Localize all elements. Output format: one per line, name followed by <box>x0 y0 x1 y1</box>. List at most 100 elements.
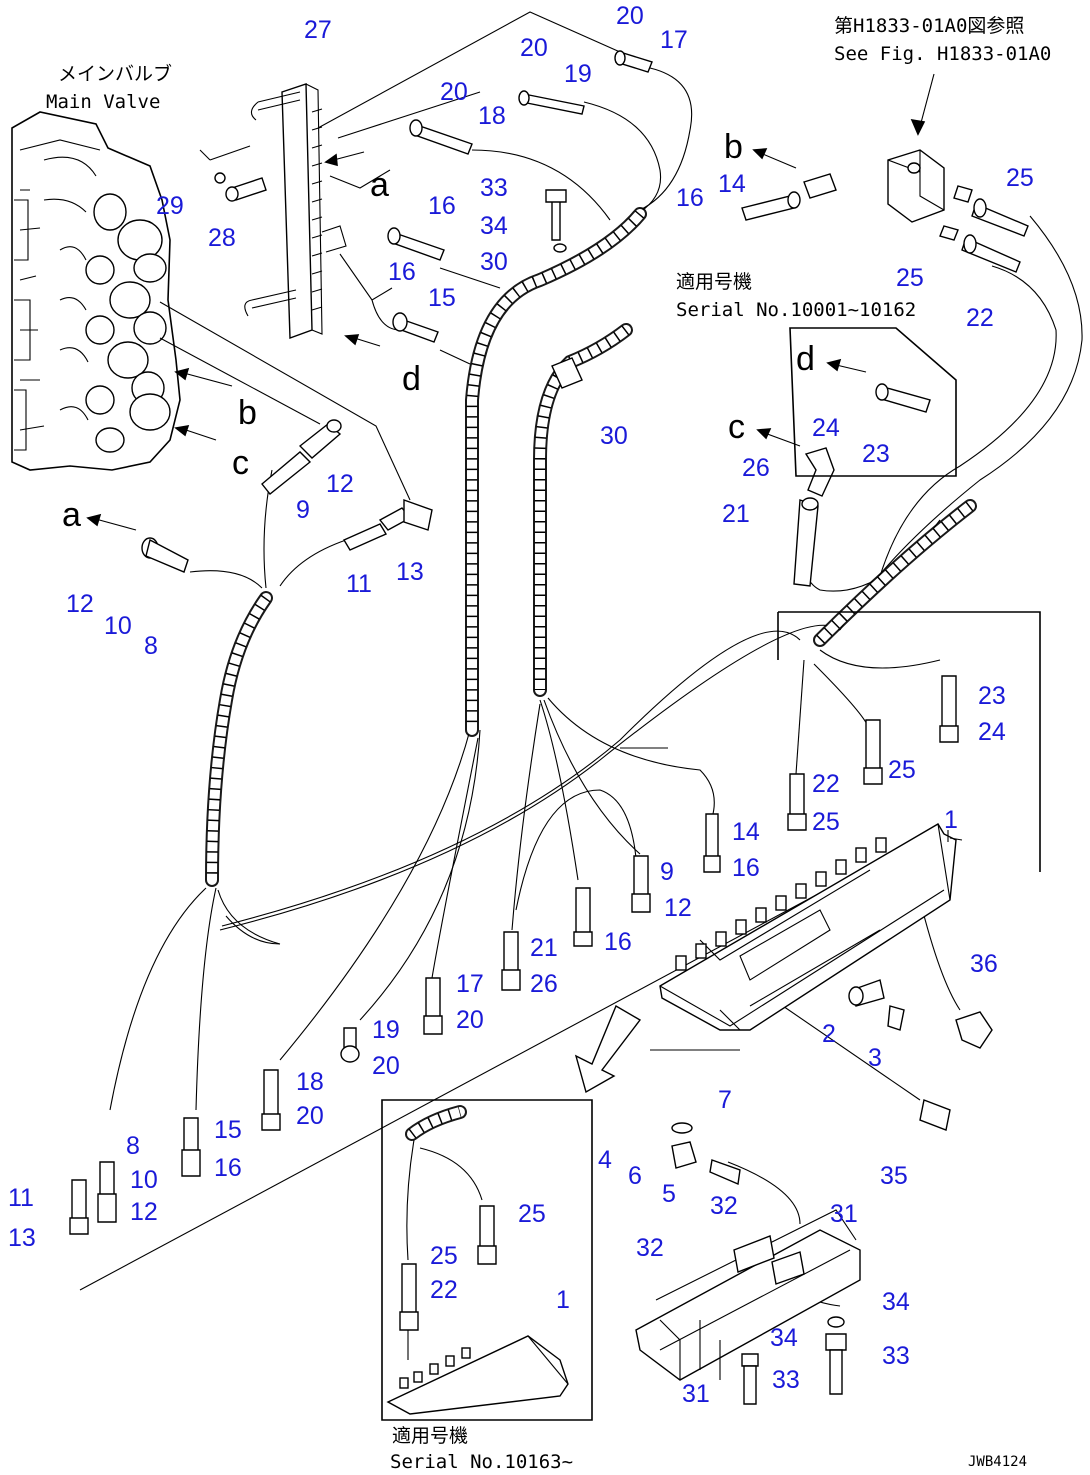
callout-22: 22 <box>430 1276 458 1304</box>
callout-25: 25 <box>518 1200 546 1228</box>
callout-32: 32 <box>636 1234 664 1262</box>
view-letter-c: c <box>232 444 249 482</box>
callout-32: 32 <box>710 1192 738 1220</box>
spiral-guards <box>205 207 977 887</box>
callout-12: 12 <box>130 1198 158 1226</box>
callout-22: 22 <box>966 304 994 332</box>
main-valve-label-en: Main Valve <box>46 91 160 113</box>
callout-24: 24 <box>812 414 840 442</box>
callout-31: 31 <box>682 1380 710 1408</box>
callout-16: 16 <box>604 928 632 956</box>
callout-25: 25 <box>812 808 840 836</box>
callout-11: 11 <box>346 570 372 598</box>
callout-34: 34 <box>882 1288 910 1316</box>
callout-25: 25 <box>888 756 916 784</box>
callout-19: 19 <box>564 60 592 88</box>
hose-fittings <box>69 50 1029 1235</box>
callout-30: 30 <box>600 422 628 450</box>
view-letter-c-right: c <box>728 408 745 446</box>
callout-16: 16 <box>732 854 760 882</box>
callout-19: 19 <box>372 1016 400 1044</box>
serial-range-top-jp: 適用号機 <box>676 271 752 293</box>
callout-24: 24 <box>978 718 1006 746</box>
callout-18: 18 <box>296 1068 324 1096</box>
serial-range-bottom-en: Serial No.10163~ <box>390 1451 573 1473</box>
callout-12: 12 <box>66 590 94 618</box>
callout-6: 6 <box>628 1162 642 1190</box>
callout-25: 25 <box>430 1242 458 1270</box>
main-valve <box>11 111 181 471</box>
callout-17: 17 <box>456 970 484 998</box>
callout-29: 29 <box>156 192 184 220</box>
leader-lines <box>86 73 963 842</box>
callout-23: 23 <box>862 440 890 468</box>
callout-34: 34 <box>480 212 508 240</box>
callout-10: 10 <box>104 612 132 640</box>
callout-21: 21 <box>722 500 750 528</box>
callout-numbers: 27 20 17 20 19 20 18 33 34 30 16 16 15 1… <box>8 2 1034 1408</box>
callout-27: 27 <box>304 16 332 44</box>
callout-33: 33 <box>480 174 508 202</box>
callout-12: 12 <box>326 470 354 498</box>
callout-16: 16 <box>214 1154 242 1182</box>
serial-range-top-en: Serial No.10001~10162 <box>676 299 916 321</box>
view-letter-d-inset: d <box>796 340 815 378</box>
callout-15: 15 <box>214 1116 242 1144</box>
view-letter-a-top: a <box>370 166 389 204</box>
callout-3: 3 <box>868 1044 882 1072</box>
view-letter-b-top: b <box>724 128 743 166</box>
callout-15: 15 <box>428 284 456 312</box>
callout-13: 13 <box>396 558 424 586</box>
callout-30: 30 <box>480 248 508 276</box>
callout-9: 9 <box>660 858 674 886</box>
callout-26: 26 <box>530 970 558 998</box>
callout-5: 5 <box>662 1180 676 1208</box>
callout-20: 20 <box>616 2 644 30</box>
callout-36: 36 <box>970 950 998 978</box>
callout-17: 17 <box>660 26 688 54</box>
view-letter-a: a <box>62 496 81 534</box>
callout-16: 16 <box>676 184 704 212</box>
callout-33: 33 <box>772 1366 800 1394</box>
valve-plate-1 <box>574 823 993 1131</box>
callout-16: 16 <box>388 258 416 286</box>
callout-8: 8 <box>144 632 158 660</box>
view-letter-d: d <box>402 360 421 398</box>
callout-28: 28 <box>208 224 236 252</box>
callout-20: 20 <box>372 1052 400 1080</box>
bracket-assembly <box>635 1122 861 1405</box>
callout-12: 12 <box>664 894 692 922</box>
callout-14: 14 <box>732 818 760 846</box>
callout-31: 31 <box>830 1200 858 1228</box>
callout-16: 16 <box>428 192 456 220</box>
callout-20: 20 <box>296 1102 324 1130</box>
callout-14: 14 <box>718 170 746 198</box>
inset-frame-top <box>777 327 1041 872</box>
callout-20: 20 <box>456 1006 484 1034</box>
callout-22: 22 <box>812 770 840 798</box>
callout-35: 35 <box>880 1162 908 1190</box>
callout-1: 1 <box>944 806 958 834</box>
callout-18: 18 <box>478 102 506 130</box>
reference-label-en: See Fig. H1833-01A0 <box>834 43 1051 65</box>
callout-20: 20 <box>440 78 468 106</box>
callout-8: 8 <box>126 1132 140 1160</box>
callout-25: 25 <box>1006 164 1034 192</box>
serial-range-bottom-jp: 適用号機 <box>392 1425 468 1447</box>
callout-26: 26 <box>742 454 770 482</box>
drawing-code: JWB4124 <box>968 1454 1027 1470</box>
inset-frame-bottom <box>381 1099 593 1421</box>
callout-9: 9 <box>296 496 310 524</box>
callout-25: 25 <box>896 264 924 292</box>
hose-routes <box>79 11 1083 1307</box>
main-valve-label-jp: メインバルブ <box>58 62 172 85</box>
callout-23: 23 <box>978 682 1006 710</box>
callout-10: 10 <box>130 1166 158 1194</box>
callout-21: 21 <box>530 934 558 962</box>
view-letter-b: b <box>238 394 257 432</box>
callout-4: 4 <box>598 1146 612 1174</box>
adapter-28-29 <box>214 172 267 202</box>
manifold-block-27 <box>244 83 347 339</box>
callout-13: 13 <box>8 1224 36 1252</box>
